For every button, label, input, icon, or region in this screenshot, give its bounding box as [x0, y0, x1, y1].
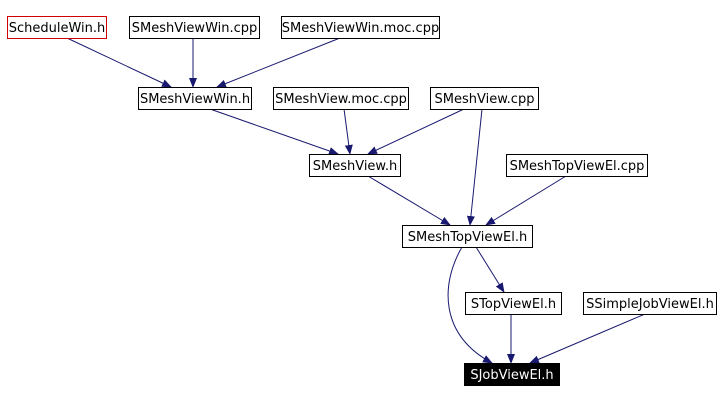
node-box [129, 16, 260, 39]
node-label: SMeshView.h [313, 159, 398, 174]
node-label: SMeshView.moc.cpp [275, 92, 407, 107]
node-label: SMeshTopViewEl.cpp [510, 159, 645, 174]
edge-smeshviewwin-h-to-smeshview-h [209, 108, 339, 155]
node-label: SJobViewEl.h [470, 368, 553, 383]
node-smeshviewwin-h[interactable]: SMeshViewWin.h [138, 87, 252, 110]
node-stopviewel-h[interactable]: STopViewEl.h [465, 292, 562, 315]
node-label: SMeshViewWin.cpp [132, 21, 258, 36]
node-schedulewin-h[interactable]: ScheduleWin.h [7, 16, 107, 39]
edge-smeshview-h-to-smeshtopviewel-h [367, 175, 451, 226]
edge-smeshtopviewel-h-to-stopviewel-h [475, 246, 505, 293]
edge-smeshview-moc-cpp-to-smeshview-h [343, 108, 353, 155]
edge-smeshtopviewel-cpp-to-smeshtopviewel-h [485, 175, 567, 226]
node-label: SMeshView.cpp [435, 92, 535, 107]
edge-smeshview-cpp-to-smeshtopviewel-h [466, 108, 483, 226]
node-box [273, 87, 409, 110]
node-box [430, 87, 539, 110]
node-smeshview-cpp[interactable]: SMeshView.cpp [430, 87, 539, 110]
node-box [583, 292, 717, 315]
edge-smeshtopviewel-h-to-sjobviewel-h [447, 246, 493, 364]
edge-smeshview-cpp-to-smeshview-h [367, 108, 465, 155]
node-box [7, 16, 107, 39]
node-label: SSimpleJobViewEl.h [586, 297, 714, 312]
node-box [465, 292, 562, 315]
node-box [402, 225, 533, 248]
node-label: SMeshViewWin.h [140, 92, 250, 107]
edges-layer [66, 37, 646, 364]
node-smeshviewwin-moc-cpp[interactable]: SMeshViewWin.moc.cpp [281, 16, 440, 39]
node-smeshview-moc-cpp[interactable]: SMeshView.moc.cpp [273, 87, 409, 110]
node-label: SMeshViewWin.moc.cpp [282, 21, 439, 36]
node-label: SMeshTopViewEl.h [408, 230, 527, 245]
node-box [138, 87, 252, 110]
edge-ssimplejobviewel-h-to-sjobviewel-h [529, 313, 646, 364]
edge-smeshviewwin-moc-cpp-to-smeshviewwin-h [216, 37, 341, 88]
node-smeshview-h[interactable]: SMeshView.h [309, 154, 401, 177]
node-box [506, 154, 648, 177]
node-box [281, 16, 440, 39]
node-label: STopViewEl.h [471, 297, 556, 312]
node-smeshtopviewel-h[interactable]: SMeshTopViewEl.h [402, 225, 533, 248]
node-box [464, 363, 560, 386]
node-sjobviewel-h[interactable]: SJobViewEl.h [464, 363, 560, 386]
node-smeshviewwin-cpp[interactable]: SMeshViewWin.cpp [129, 16, 260, 39]
node-label: ScheduleWin.h [9, 21, 106, 36]
node-ssimplejobviewel-h[interactable]: SSimpleJobViewEl.h [583, 292, 717, 315]
edge-schedulewin-h-to-smeshviewwin-h [66, 37, 172, 88]
node-smeshtopviewel-cpp[interactable]: SMeshTopViewEl.cpp [506, 154, 648, 177]
node-box [309, 154, 401, 177]
